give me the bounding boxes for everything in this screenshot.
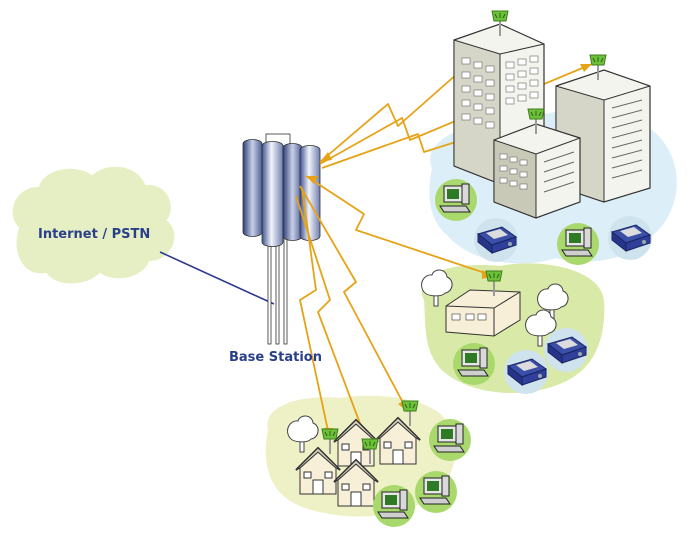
base-station-tower (242, 133, 321, 345)
wireless-link (299, 185, 409, 413)
internet-pstn-cloud (10, 164, 177, 286)
office-building (445, 289, 521, 337)
desktop-computer-icon (452, 342, 496, 386)
desktop-computer-icon (434, 178, 478, 222)
wireless-link (299, 187, 331, 441)
wireless-link (319, 35, 501, 163)
printer-icon (503, 349, 549, 395)
antenna-panel (242, 139, 263, 237)
wired-link (159, 251, 275, 305)
printer-icon (607, 215, 653, 261)
printer-icon (543, 327, 589, 373)
cloud-label: Internet / PSTN (38, 227, 151, 242)
desktop-computer-icon (414, 470, 458, 514)
desktop-computer-icon (556, 222, 600, 266)
printer-icon (473, 217, 519, 263)
antenna-panel (282, 143, 303, 241)
desktop-computer-icon (372, 484, 416, 528)
antenna-panel (261, 141, 284, 247)
desktop-computer-icon (428, 418, 472, 462)
wireless-link (305, 175, 495, 277)
office-district (434, 10, 653, 266)
wireless-link (295, 195, 371, 451)
base-station-label: Base Station (229, 350, 322, 365)
business-park (421, 269, 589, 395)
antenna-panel (299, 145, 321, 241)
